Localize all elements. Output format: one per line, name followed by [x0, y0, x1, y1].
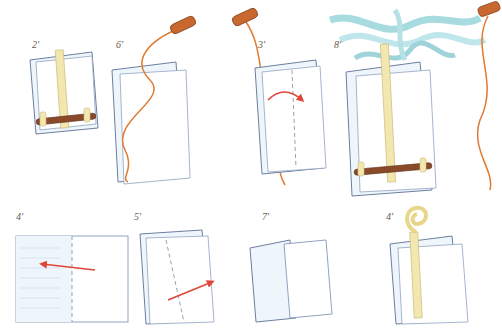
panel-ribbons	[330, 1, 501, 196]
panel-two-sheets	[250, 240, 332, 322]
step-number: 4'	[386, 212, 393, 222]
step-number: 2'	[32, 40, 39, 50]
panel-fold	[255, 60, 326, 174]
panel-curl-stick	[390, 208, 468, 324]
panel-diagonal-fold	[140, 230, 214, 324]
step-number: 3'	[258, 40, 265, 50]
step-number: 7'	[262, 212, 269, 222]
panel-open-sheet	[16, 236, 128, 322]
step-number: 6'	[116, 40, 123, 50]
panel-stick-frame	[30, 50, 98, 134]
step-number: 8'	[334, 40, 341, 50]
step-number: 4'	[16, 212, 23, 222]
step-number: 5'	[134, 212, 141, 222]
